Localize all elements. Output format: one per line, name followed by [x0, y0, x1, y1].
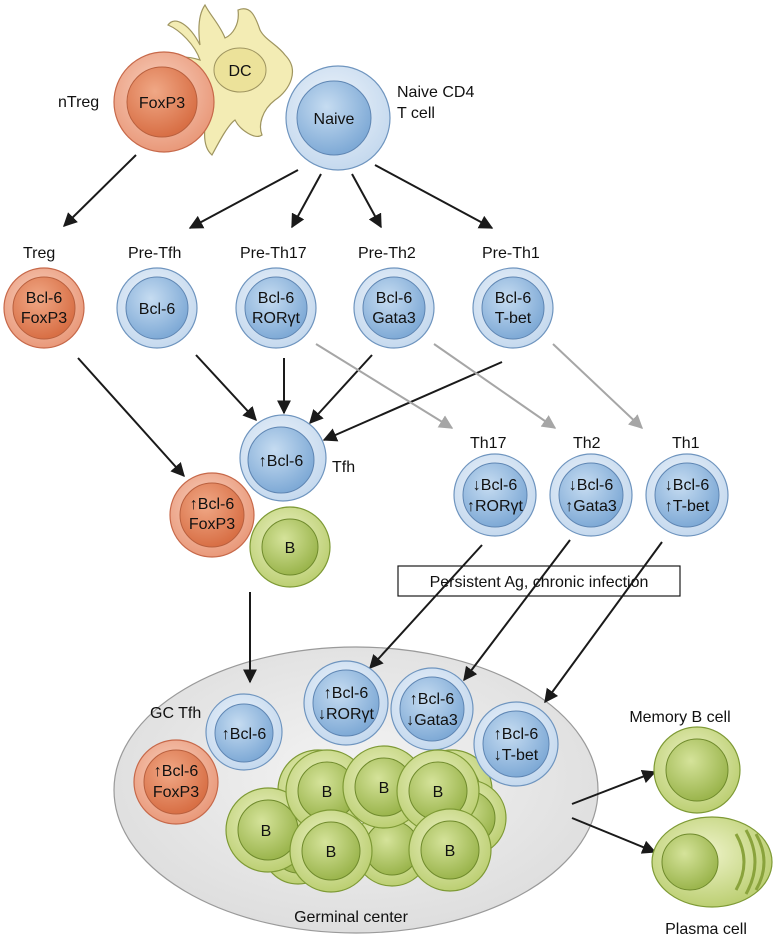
arrow-preth2-to-th2	[433, 343, 557, 429]
gc-b-label: B	[322, 784, 333, 801]
th1-marker-2: ↑T-bet	[665, 498, 710, 515]
gc-tfh-label: GC Tfh	[150, 705, 201, 722]
pre-tfh-marker: Bcl-6	[139, 301, 176, 318]
treg-label: Treg	[23, 245, 55, 262]
gc-th2-marker-1: ↑Bcl-6	[410, 691, 455, 708]
gc-th17-cell: ↑Bcl-6 ↓RORγt	[303, 660, 389, 746]
gc-th17-marker-1: ↑Bcl-6	[324, 685, 369, 702]
arrow-naive-to-preth1	[374, 164, 494, 229]
tfh-label: Tfh	[332, 459, 355, 476]
pre-th1-marker-1: Bcl-6	[495, 290, 532, 307]
gc-b-label: B	[433, 784, 444, 801]
arrow-treg-to-treg-up	[77, 357, 185, 478]
gc-th1-marker-2: ↓T-bet	[494, 747, 539, 764]
gc-b-label: B	[326, 844, 337, 861]
arrow-preth17-to-th17	[315, 343, 454, 429]
gc-treg-marker-2: FoxP3	[153, 784, 199, 801]
plasma-cell-label: Plasma cell	[665, 921, 747, 938]
ntreg-cell: FoxP3	[113, 51, 215, 153]
tfh-cell: ↑Bcl-6	[239, 414, 327, 502]
arrow-gc-to-plasma	[571, 817, 657, 854]
gc-tfh-marker: ↑Bcl-6	[222, 726, 267, 743]
dc-label: DC	[228, 63, 251, 80]
plasma-cell	[651, 816, 773, 908]
treg-up-marker-1: ↑Bcl-6	[190, 496, 235, 513]
ntreg-nucleus-label: FoxP3	[139, 95, 185, 112]
pre-th17-label: Pre-Th17	[240, 245, 307, 262]
th2-cell: ↓Bcl-6 ↑Gata3	[549, 453, 633, 537]
arrow-th1-to-gc	[544, 541, 663, 704]
arrow-preth2-to-tfh	[309, 354, 373, 425]
gc-b-label: B	[379, 780, 390, 797]
pre-th1-cell: Bcl-6 T-bet	[472, 267, 554, 349]
pre-tfh-cell: Bcl-6	[116, 267, 198, 349]
gc-th1-marker-1: ↑Bcl-6	[494, 726, 539, 743]
th17-marker-1: ↓Bcl-6	[473, 477, 518, 494]
treg-up-marker-2: FoxP3	[189, 516, 235, 533]
gc-th17-marker-2: ↓RORγt	[318, 706, 375, 723]
treg-up-cell: ↑Bcl-6 FoxP3	[169, 472, 255, 558]
arrow-naive-to-pretfh	[188, 169, 299, 229]
memory-b-cell	[653, 726, 741, 814]
pre-th17-cell: Bcl-6 RORγt	[235, 267, 317, 349]
b-cell: B	[249, 506, 331, 588]
pre-th17-marker-1: Bcl-6	[258, 290, 295, 307]
arrow-preth1-to-tfh	[322, 361, 503, 442]
treg-cell: Bcl-6 FoxP3	[3, 267, 85, 349]
gc-b-cell-cluster: B B B B B B	[225, 745, 507, 893]
gc-b-cell: B	[408, 808, 492, 892]
pre-tfh-label: Pre-Tfh	[128, 245, 181, 262]
ntreg-label: nTreg	[58, 94, 99, 111]
gc-treg-marker-1: ↑Bcl-6	[154, 763, 199, 780]
th17-marker-2: ↑RORγt	[467, 498, 524, 515]
memory-b-label: Memory B cell	[629, 709, 730, 726]
pre-th1-label: Pre-Th1	[482, 245, 540, 262]
naive-cd4-label-line2: T cell	[397, 105, 435, 122]
gc-b-cell: B	[289, 809, 373, 893]
pre-th17-marker-2: RORγt	[252, 310, 301, 327]
gc-b-label: B	[445, 843, 456, 860]
gc-b-label: B	[261, 823, 272, 840]
tfh-marker: ↑Bcl-6	[259, 453, 304, 470]
th2-label: Th2	[573, 435, 601, 452]
treg-marker-1: Bcl-6	[26, 290, 63, 307]
th1-marker-1: ↓Bcl-6	[665, 477, 710, 494]
naive-cd4-label-line1: Naive CD4	[397, 84, 474, 101]
pre-th2-marker-2: Gata3	[372, 310, 416, 327]
arrow-th2-to-gc	[463, 539, 571, 682]
gc-tfh-cell: ↑Bcl-6	[205, 693, 283, 771]
arrow-preth1-to-th1	[552, 343, 644, 429]
b-cell-label: B	[285, 540, 296, 557]
gc-b-cell: B	[225, 787, 311, 873]
arrow-naive-to-preth2	[351, 173, 382, 229]
th1-label: Th1	[672, 435, 700, 452]
naive-cd4-cell: Naive	[285, 65, 391, 171]
gc-th2-marker-2: ↓Gata3	[406, 712, 458, 729]
treg-marker-2: FoxP3	[21, 310, 67, 327]
pre-th2-label: Pre-Th2	[358, 245, 416, 262]
arrow-pretfh-to-tfh	[195, 354, 257, 422]
pre-th1-marker-2: T-bet	[495, 310, 532, 327]
dendritic-cell: DC	[148, 3, 293, 156]
gc-th2-cell: ↑Bcl-6 ↓Gata3	[390, 667, 474, 751]
germinal-center-label: Germinal center	[294, 909, 408, 926]
arrow-ntreg-to-treg	[63, 154, 137, 227]
pre-th2-marker-1: Bcl-6	[376, 290, 413, 307]
gc-th1-cell: ↑Bcl-6 ↓T-bet	[473, 701, 559, 787]
gc-treg-cell: ↑Bcl-6 FoxP3	[133, 739, 219, 825]
arrow-gc-to-memory-b	[571, 770, 657, 805]
arrow-naive-to-preth17	[291, 173, 322, 229]
gc-b-cell	[353, 809, 431, 887]
arrow-th17-to-gc	[369, 544, 483, 670]
th2-marker-1: ↓Bcl-6	[569, 477, 614, 494]
th1-cell: ↓Bcl-6 ↑T-bet	[645, 453, 729, 537]
th17-label: Th17	[470, 435, 507, 452]
naive-nucleus-label: Naive	[314, 111, 355, 128]
th17-cell: ↓Bcl-6 ↑RORγt	[453, 453, 537, 537]
pre-th2-cell: Bcl-6 Gata3	[353, 267, 435, 349]
th2-marker-2: ↑Gata3	[565, 498, 617, 515]
